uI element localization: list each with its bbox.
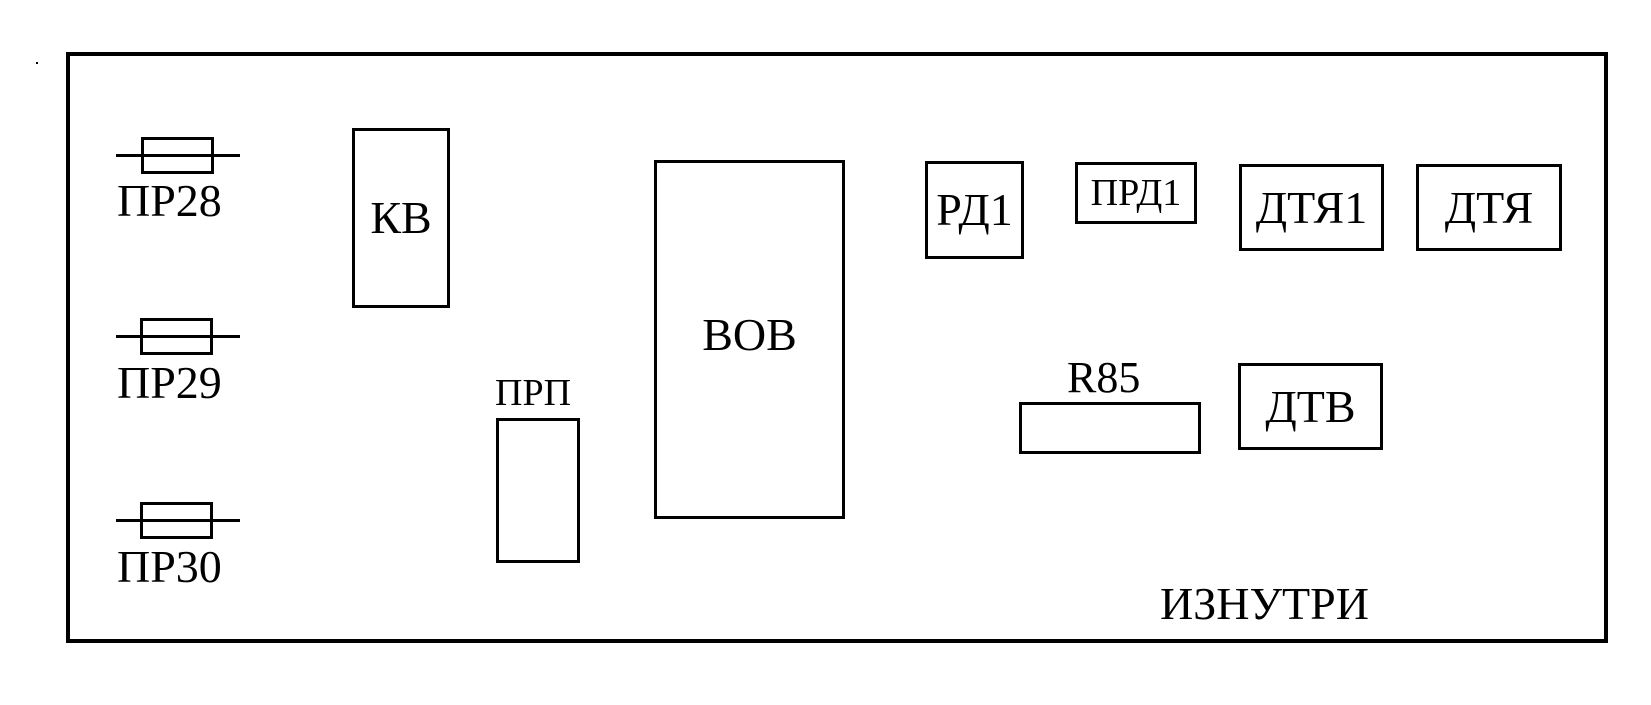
component-vob-label: ВОВ [702,308,797,360]
fuse-pr29-label: ПР29 [117,357,222,408]
component-dtya: ДТЯ [1416,164,1562,251]
component-vob: ВОВ [654,160,845,519]
component-r85 [1019,402,1201,454]
component-r85-label: R85 [1067,353,1141,402]
fuse-pr29-lead [116,335,240,338]
component-prp [496,418,580,563]
panel-outline [66,52,1608,643]
fuse-pr29-body [140,318,213,355]
component-kv-label: КВ [370,192,432,243]
fuse-pr28-body [141,137,214,174]
component-dtya1: ДТЯ1 [1239,164,1384,251]
fuse-pr30-body [140,502,213,539]
component-prd1-label: ПРД1 [1090,172,1182,214]
component-rd1-label: РД1 [936,184,1013,235]
component-prp-label: ПРП [495,372,572,414]
component-dtv: ДТВ [1238,363,1383,450]
fuse-pr30-label: ПР30 [117,541,222,592]
component-rd1: РД1 [925,161,1024,259]
fuse-pr30-lead [116,519,240,522]
component-prd1: ПРД1 [1075,162,1197,224]
component-dtya-label: ДТЯ [1444,181,1534,233]
component-dtya1-label: ДТЯ1 [1255,181,1368,233]
fuse-pr28-lead [116,154,240,157]
fuse-pr28-label: ПР28 [117,175,222,226]
component-kv: КВ [352,128,450,308]
corner-dot [36,62,38,64]
side-label: ИЗНУТРИ [1160,578,1369,629]
component-dtv-label: ДТВ [1265,380,1356,432]
